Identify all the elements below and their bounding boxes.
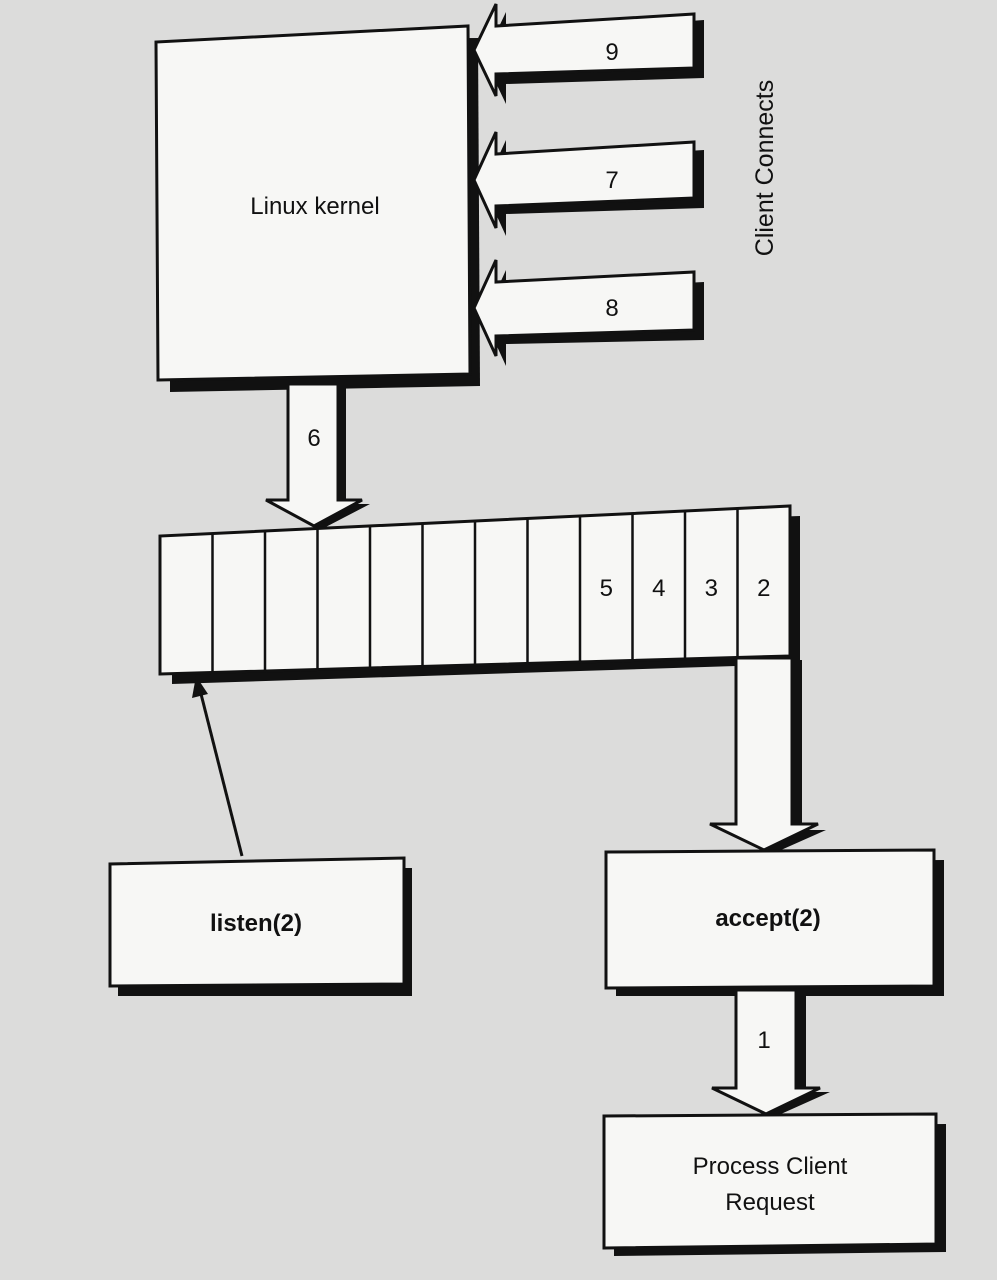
process-label-line2: Request (725, 1189, 815, 1216)
queue-slot-label: 4 (652, 575, 665, 602)
queue-slot-label: 3 (705, 575, 718, 602)
process-box (602, 1112, 938, 1250)
listen-node: listen(2) (108, 676, 412, 996)
listen-to-queue-arrow-line (198, 689, 244, 857)
listen-to-queue-arrowhead (192, 676, 208, 698)
queue-to-accept-arrow (709, 656, 826, 854)
process-node: Process Client Request (602, 1112, 946, 1256)
kernel-node: Linux kernel (154, 24, 480, 392)
queue-slot-labels: 5 4 3 2 (600, 575, 771, 602)
incoming-arrow-8: 8 (472, 259, 704, 366)
connection-queue: 5 4 3 2 (158, 504, 800, 684)
incoming-arrow-7-label: 7 (605, 167, 618, 194)
incoming-arrow-9: 9 (472, 3, 704, 104)
incoming-arrow-7-shape (472, 131, 696, 229)
incoming-arrow-9-label: 9 (605, 39, 618, 66)
accept-to-process-arrow: 1 (711, 988, 830, 1118)
accept-node: accept(2) (604, 848, 944, 996)
kernel-to-queue-arrow-shape (265, 382, 363, 528)
kernel-label: Linux kernel (250, 193, 379, 220)
incoming-arrow-8-shape (472, 259, 696, 357)
kernel-box (154, 24, 472, 382)
listen-box (108, 856, 406, 988)
listen-label: listen(2) (210, 910, 302, 937)
process-label-line1: Process Client (693, 1153, 848, 1180)
queue-slot-label: 5 (600, 575, 613, 602)
accept-to-process-label: 1 (757, 1027, 770, 1054)
accept-to-process-arrow-shape (711, 988, 821, 1116)
kernel-to-queue-label: 6 (307, 425, 320, 452)
queue-slot-dividers (211, 508, 739, 673)
incoming-arrow-9-shape (472, 3, 696, 97)
incoming-arrow-7: 7 (472, 131, 704, 236)
queue-to-accept-arrow-shape (709, 656, 819, 852)
client-connects-label: Client Connects (751, 80, 779, 256)
incoming-arrow-8-label: 8 (605, 295, 618, 322)
accept-box (604, 848, 936, 990)
queue-slot-label: 2 (757, 575, 770, 602)
kernel-to-queue-arrow: 6 (265, 382, 370, 530)
accept-label: accept(2) (715, 905, 820, 932)
